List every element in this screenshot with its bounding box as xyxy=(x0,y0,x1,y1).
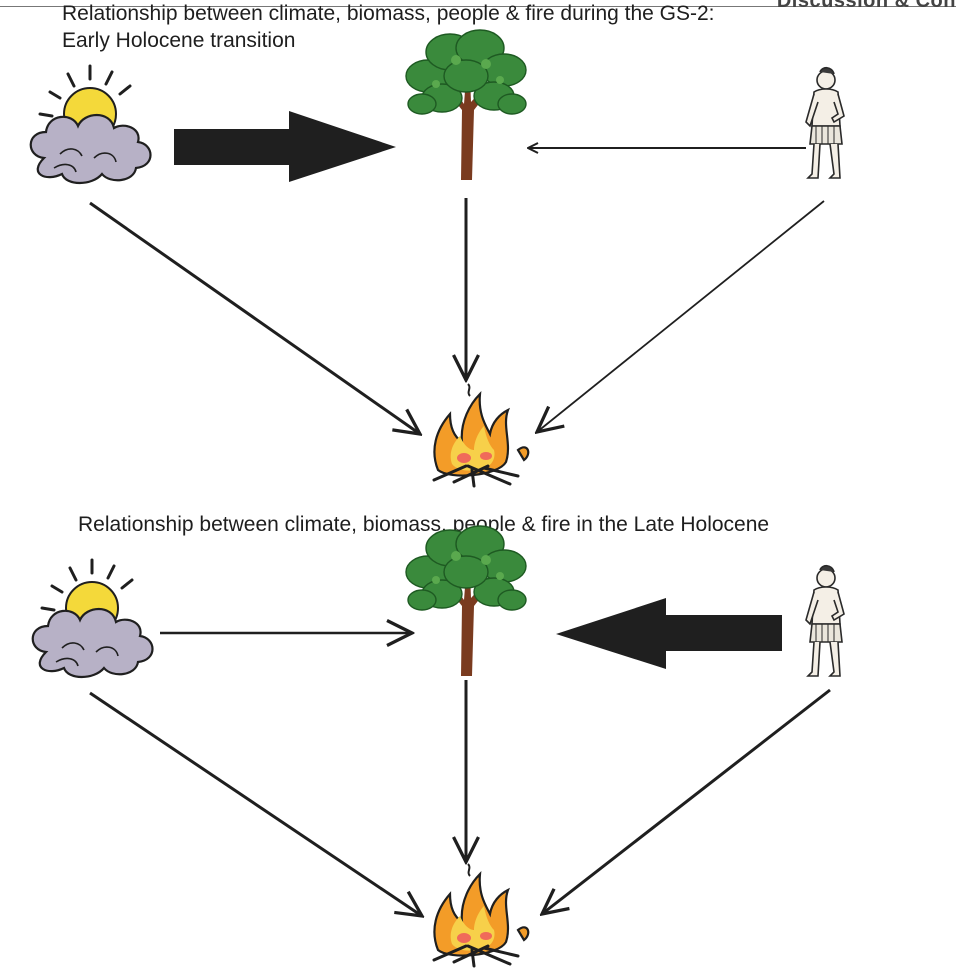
strong-arrow-climate-to-biomass xyxy=(174,111,396,182)
header-fragment: Discussion & Con xyxy=(776,0,956,12)
bottom-panel xyxy=(31,525,845,968)
tree-icon xyxy=(405,29,527,181)
person-icon xyxy=(805,564,845,677)
bottom-panel-title: Relationship between climate, biomass, p… xyxy=(78,513,770,536)
top-panel-title-line1: Relationship between climate, biomass, p… xyxy=(62,2,715,25)
top-panel-title: Relationship between climate, biomass, p… xyxy=(62,0,942,54)
fire-icon xyxy=(432,382,530,488)
strong-arrow-people-to-biomass xyxy=(556,598,782,669)
sun-cloud-icon xyxy=(29,64,152,185)
fire-icon xyxy=(432,862,530,968)
arrow-people-to-fire xyxy=(537,200,825,432)
header-rule xyxy=(0,6,956,7)
arrow-people-to-fire xyxy=(542,688,831,914)
sun-cloud-icon xyxy=(31,558,154,679)
tree-icon xyxy=(405,525,527,677)
top-panel xyxy=(29,29,845,488)
top-panel-title-line2: Early Holocene transition xyxy=(62,29,296,52)
arrow-climate-to-fire xyxy=(89,691,422,916)
person-icon xyxy=(805,66,845,179)
arrow-climate-to-fire xyxy=(89,201,420,434)
